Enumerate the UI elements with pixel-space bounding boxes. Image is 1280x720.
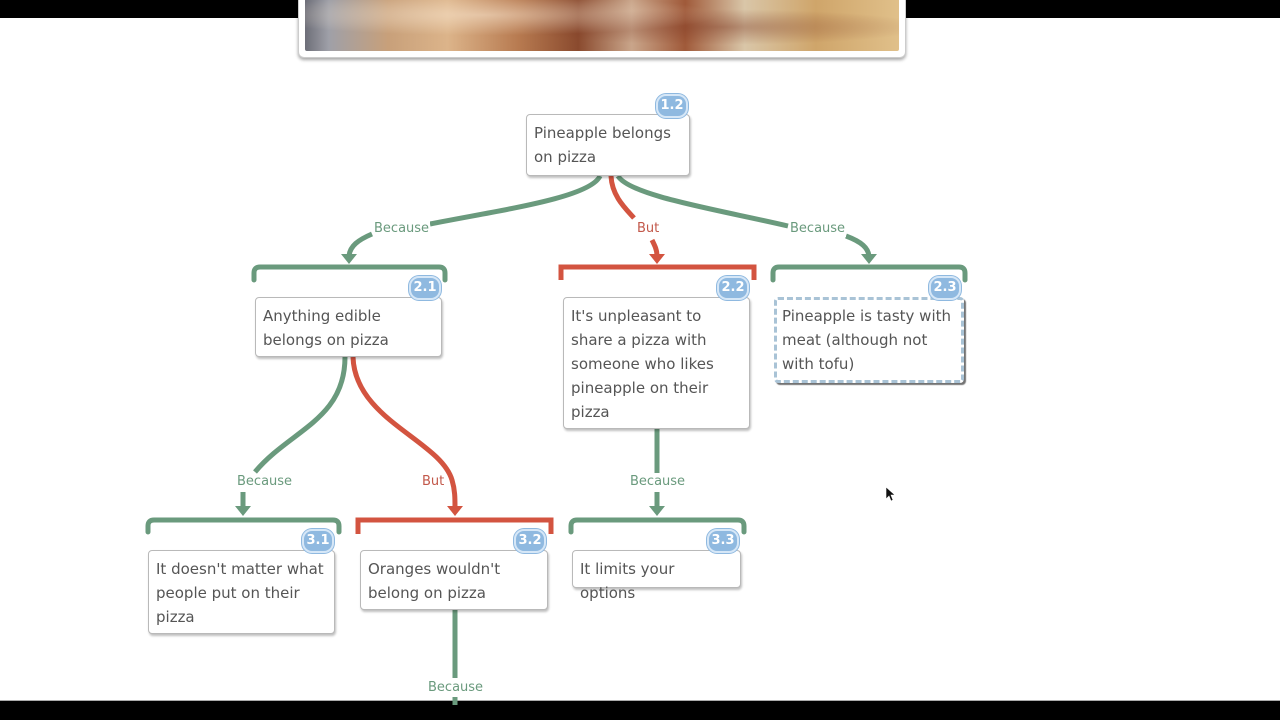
link-because-2-2-to-3-3[interactable] <box>649 429 665 516</box>
link-label-because[interactable]: Because <box>427 680 485 696</box>
node-number-badge: 3.2 <box>514 529 546 553</box>
link-because-1-2-to-2-1[interactable] <box>341 174 603 264</box>
premise-bracket-because-2-3 <box>770 264 968 283</box>
premise-text: It limits your options <box>580 560 675 602</box>
objection-node-3-2[interactable]: Oranges wouldn't belong on pizza <box>360 550 548 610</box>
link-line-arrow-segment <box>845 233 872 257</box>
link-label-but[interactable]: But <box>421 474 446 490</box>
link-line <box>608 175 636 220</box>
link-line <box>350 356 458 509</box>
link-because-1-2-to-2-3[interactable] <box>615 174 877 264</box>
mouse-cursor-icon <box>886 487 896 502</box>
link-line-arrow-segment <box>346 231 373 257</box>
node-number-badge: 3.3 <box>707 529 739 553</box>
premise-bracket-because-3-1 <box>145 517 342 535</box>
link-but-2-1-to-3-2[interactable] <box>350 356 463 516</box>
link-label-but[interactable]: But <box>636 221 661 237</box>
node-number-badge: 3.1 <box>302 529 334 553</box>
claim-text: Pineapple belongs on pizza <box>534 124 671 166</box>
arrow-head-icon <box>649 506 665 516</box>
objection-text: Oranges wouldn't belong on pizza <box>368 560 501 602</box>
pizza-photo-image <box>305 0 899 51</box>
objection-bracket-but-3-2 <box>355 517 554 534</box>
arrow-head-icon <box>341 254 357 264</box>
node-number-badge: 1.2 <box>656 94 688 118</box>
node-number-badge: 2.1 <box>409 276 441 300</box>
objection-text: It's unpleasant to share a pizza with so… <box>571 307 714 421</box>
link-because-2-1-to-3-1[interactable] <box>235 356 348 516</box>
link-label-because[interactable]: Because <box>629 474 687 490</box>
link-line-arrow-segment <box>649 238 660 257</box>
premise-bracket-because-3-3 <box>568 517 747 535</box>
arrow-head-icon <box>649 254 665 264</box>
premise-node-3-3[interactable]: It limits your options <box>572 550 741 602</box>
premise-node-2-1[interactable]: Anything edible belongs on pizza <box>255 297 442 357</box>
link-label-because[interactable]: Because <box>373 221 431 237</box>
pizza-photo <box>298 0 906 58</box>
node-number-badge: 2.3 <box>929 276 961 300</box>
premise-node-2-3-selected[interactable]: Pineapple is tasty with meat (although n… <box>774 297 964 383</box>
premise-text: Anything edible belongs on pizza <box>263 307 389 349</box>
premise-node-3-1[interactable]: It doesn't matter what people put on the… <box>148 550 335 634</box>
link-line <box>253 356 348 474</box>
objection-bracket-but-2-2 <box>558 264 757 280</box>
link-line <box>429 174 603 227</box>
claim-node-1-2[interactable]: Pineapple belongs on pizza <box>526 114 690 176</box>
canvas-bottom-border <box>0 700 1280 701</box>
arrow-head-icon <box>861 254 877 264</box>
link-but-1-2-to-2-2[interactable] <box>608 175 665 264</box>
link-line <box>615 174 789 229</box>
arrow-head-icon <box>235 506 251 516</box>
premise-text: It doesn't matter what people put on the… <box>156 560 324 626</box>
node-number-badge: 2.2 <box>717 276 749 300</box>
link-label-because[interactable]: Because <box>789 221 847 237</box>
arrow-head-icon <box>447 506 463 516</box>
link-label-because[interactable]: Because <box>236 474 294 490</box>
objection-node-2-2[interactable]: It's unpleasant to share a pizza with so… <box>563 297 750 429</box>
premise-bracket-because-2-1 <box>251 264 448 283</box>
premise-text: Pineapple is tasty with meat (although n… <box>782 307 952 373</box>
